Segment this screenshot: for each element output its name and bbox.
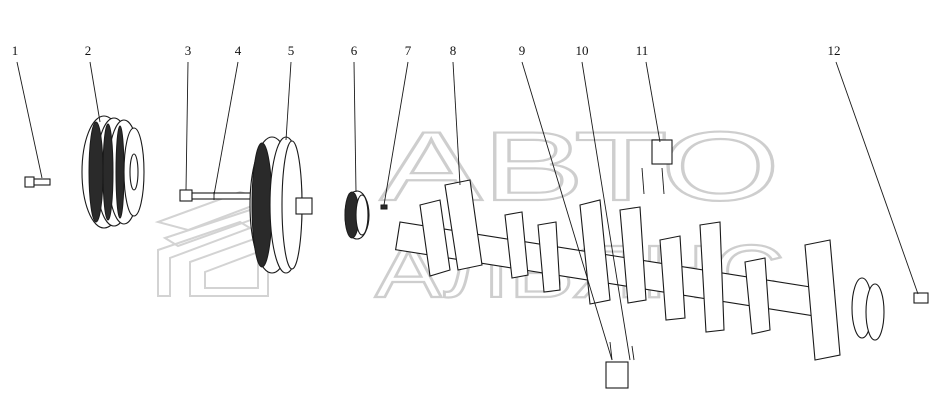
- watermark-line-1: АВТО: [380, 111, 780, 221]
- leader-1: [16, 61, 43, 179]
- part-3-nut: [179, 189, 193, 202]
- callout-1: 1: [11, 43, 19, 58]
- part-6-gear: [344, 190, 370, 240]
- part-9-10-lower-bearing: [605, 341, 635, 389]
- leader-8: [452, 61, 461, 186]
- callout-10: 10: [575, 43, 589, 58]
- part-2-pulley: [81, 115, 145, 229]
- callout-5: 5: [287, 43, 295, 58]
- callout-4: 4: [234, 43, 242, 58]
- callout-8: 8: [449, 43, 457, 58]
- callout-2: 2: [84, 43, 92, 58]
- leader-3: [185, 61, 189, 191]
- leader-11: [645, 61, 661, 143]
- leader-10: [581, 61, 631, 361]
- leader-4: [213, 61, 239, 196]
- part-5-damper-wheel: [249, 136, 313, 274]
- callout-6: 6: [350, 43, 358, 58]
- leader-7: [383, 61, 409, 206]
- part-7-key: [380, 204, 388, 210]
- leader-12: [835, 61, 919, 295]
- leader-lines: [16, 61, 919, 361]
- callout-9: 9: [518, 43, 526, 58]
- leader-9: [521, 61, 613, 361]
- callout-12: 12: [827, 43, 841, 58]
- part-11-upper-bearing: [641, 139, 673, 195]
- callout-7: 7: [404, 43, 412, 58]
- part-12-plug: [913, 292, 929, 304]
- callout-11: 11: [635, 43, 649, 58]
- leader-6: [353, 61, 357, 193]
- leader-5: [285, 61, 292, 141]
- part-1-bolt: [24, 176, 51, 188]
- callout-3: 3: [184, 43, 192, 58]
- leader-2: [89, 61, 101, 123]
